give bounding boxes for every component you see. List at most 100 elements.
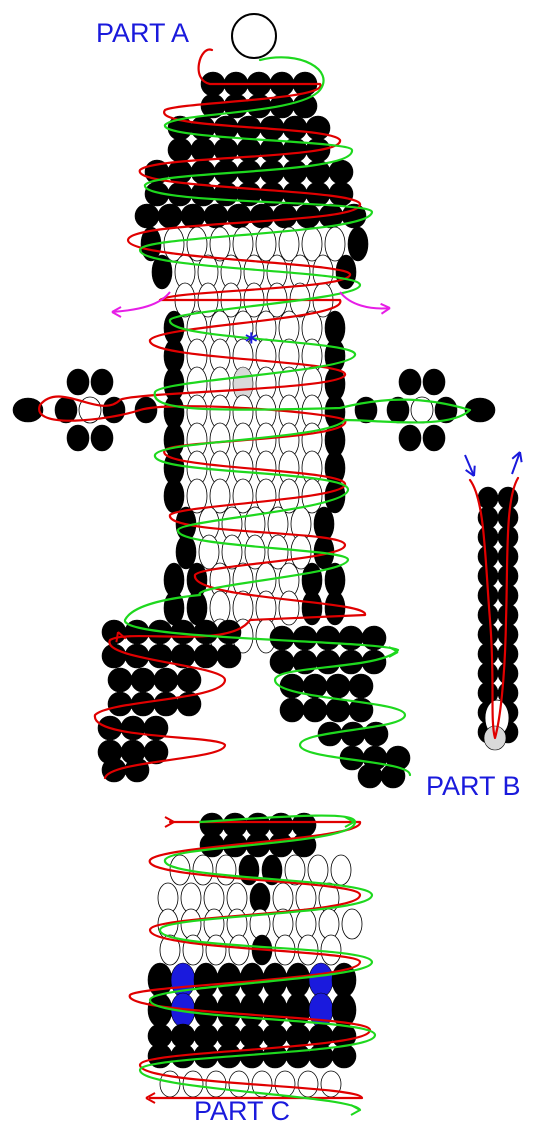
right-leg-bead [339, 626, 363, 650]
part-c-bead [263, 993, 287, 1027]
part-b-bead [498, 624, 518, 646]
right-arm-bead [399, 369, 421, 395]
hip-bead [279, 591, 299, 625]
head-bead [329, 160, 353, 184]
part-b-label: PART B [426, 771, 521, 801]
hanging-loop-bead [232, 14, 276, 58]
right-arm-bead [399, 425, 421, 451]
part-c-bead [227, 909, 247, 939]
part-c-bead [193, 855, 213, 885]
part-b-bead [478, 546, 498, 568]
left-foot-bead [121, 716, 145, 740]
part-b-bead [478, 624, 498, 646]
right-leg-bead [316, 650, 340, 674]
part-c-label: PART C [194, 1096, 290, 1126]
left-leg-bead [194, 620, 218, 644]
green-arrow-part-c-end [351, 1105, 360, 1115]
part-c-bead [296, 909, 316, 939]
pink-arrow-left [112, 292, 170, 312]
right-leg-bead [349, 674, 373, 698]
left-leg-bead [177, 668, 201, 692]
left-arm-bead [67, 425, 89, 451]
head-top-bead [293, 94, 317, 118]
right-arm-bead [423, 425, 445, 451]
head-bead [329, 182, 353, 206]
right-leg-bead [326, 698, 350, 722]
left-leg-bead [108, 668, 132, 692]
right-leg-bead [316, 626, 340, 650]
body-bead [164, 479, 184, 513]
head-bead [260, 160, 284, 184]
part-c-bead [181, 883, 201, 913]
part-b-bead [478, 643, 498, 665]
part-b-bead [498, 663, 518, 685]
part-c-bead [269, 833, 293, 857]
hip-bead [302, 591, 322, 625]
right-leg-bead [280, 698, 304, 722]
head-bead [191, 160, 215, 184]
part-c-bead [194, 1044, 218, 1068]
part-c-bead [194, 963, 218, 997]
part-c-bead [181, 909, 201, 939]
part-c-bead [273, 883, 293, 913]
part-c-bead [331, 855, 351, 885]
part-c-bead [158, 883, 178, 913]
left-arm-bead [103, 397, 125, 423]
part-c-bead [275, 1071, 295, 1097]
head-bead [283, 116, 307, 140]
left-leg-bead [194, 644, 218, 668]
part-b-bead [498, 487, 518, 509]
part-c-bead [217, 993, 241, 1027]
part-c-bead [319, 909, 339, 939]
left-leg-bead [154, 692, 178, 716]
right-leg-bead [270, 626, 294, 650]
head-bead [283, 160, 307, 184]
left-leg-bead [148, 644, 172, 668]
right-arm-bead [423, 369, 445, 395]
head-bead [168, 138, 192, 162]
face-bead [325, 227, 345, 261]
right-leg-bead [326, 674, 350, 698]
part-b-bead [498, 585, 518, 607]
start-marker-star: * [245, 328, 258, 356]
part-c-bead [227, 883, 247, 913]
head-bead [250, 204, 274, 228]
part-c-bead [250, 883, 270, 913]
face-bead [348, 227, 368, 261]
head-bead [306, 116, 330, 140]
part-c-bead [308, 855, 328, 885]
right-foot-bead [341, 722, 365, 746]
head-bead [158, 204, 182, 228]
part-c-bead [204, 909, 224, 939]
part-b-beads [478, 487, 518, 750]
left-leg-bead [217, 644, 241, 668]
part-c-bead [206, 935, 226, 965]
part-b-bead [498, 643, 518, 665]
part-c-bead [342, 909, 362, 939]
right-leg-bead [270, 650, 294, 674]
part-c-bead [298, 1071, 318, 1097]
part-c-bead [217, 963, 241, 997]
part-a-label: PART A [96, 18, 189, 48]
part-b-bead [478, 526, 498, 548]
right-foot-bead [358, 764, 382, 788]
head-bead [273, 204, 297, 228]
body-bead [176, 535, 196, 569]
right-leg-bead [303, 698, 327, 722]
head-bead [168, 182, 192, 206]
pink-arrow-right [340, 292, 390, 308]
part-c-bead [240, 993, 264, 1027]
right-leg-bead [293, 626, 317, 650]
left-arm-bead [91, 425, 113, 451]
part-c-bead [206, 1071, 226, 1097]
left-foot-bead [125, 758, 149, 782]
part-b-bead [478, 663, 498, 685]
left-leg-bead [102, 620, 126, 644]
left-leg-bead [131, 668, 155, 692]
part-c-bead [200, 833, 224, 857]
hip-bead [325, 591, 345, 625]
part-c-bead [309, 963, 333, 997]
part-c-bead [321, 1071, 341, 1097]
green-arrow-part-c-end-head [351, 1105, 360, 1115]
